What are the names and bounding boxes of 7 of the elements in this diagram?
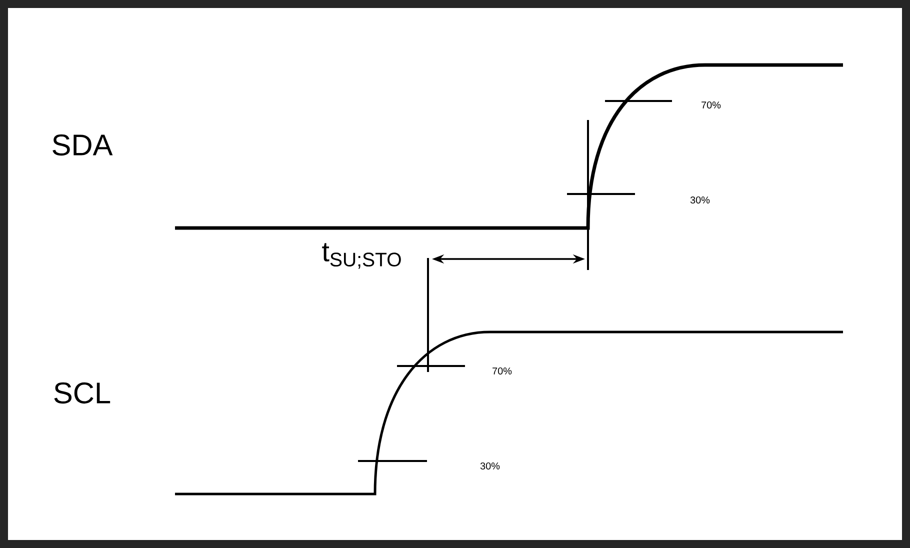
percent-label: 70% (702, 101, 721, 109)
timing-label: t$_{SU;STO}$ (322, 243, 401, 269)
signal-label: SDA (52, 134, 113, 156)
percent-label: 70% (492, 367, 512, 375)
percent-label: 30% (480, 462, 500, 470)
percent-label: 30% (690, 196, 710, 204)
signal-label: SCL (54, 382, 110, 404)
